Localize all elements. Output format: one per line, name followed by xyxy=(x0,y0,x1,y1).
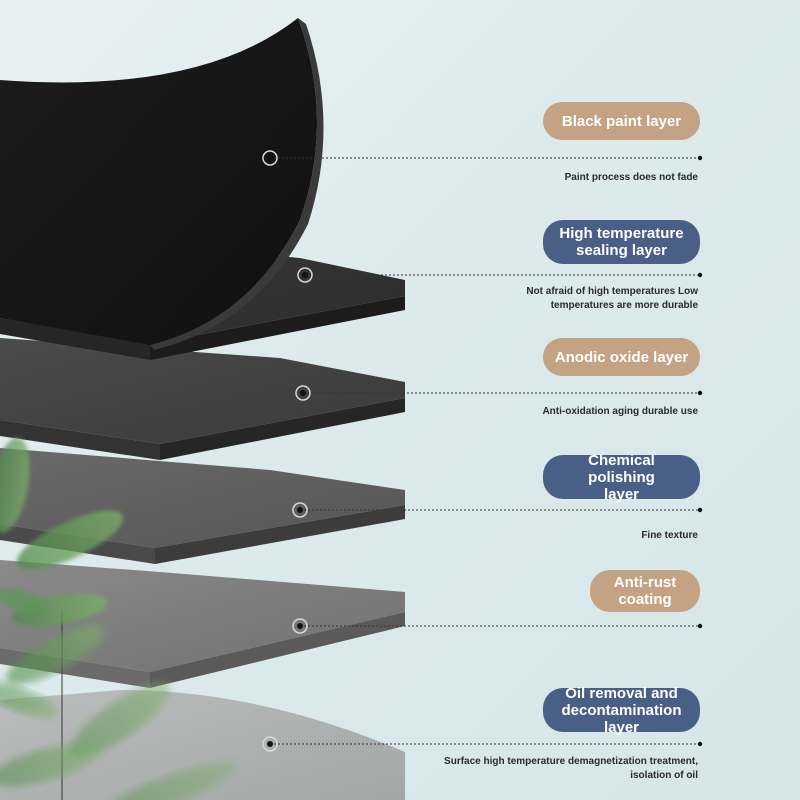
leader-end-dot-oil-removal xyxy=(697,741,703,747)
marker-dot-anti-rust xyxy=(297,623,303,629)
marker-ring-anodic-oxide xyxy=(295,385,311,401)
leader-end-dot-high-temp-sealing xyxy=(697,272,703,278)
marker-dot-black-paint xyxy=(267,155,273,161)
marker-ring-black-paint xyxy=(262,150,278,166)
marker-dot-oil-removal xyxy=(267,741,273,747)
layer-description-chemical-polishing: Fine texture xyxy=(641,530,698,541)
leader-end-dot-chemical-polishing xyxy=(697,507,703,513)
marker-dot-high-temp-sealing xyxy=(302,272,308,278)
layer-plate-black-paint xyxy=(0,18,324,350)
foliage-decoration xyxy=(0,437,236,800)
layer-description-anodic-oxide: Anti-oxidation aging durable use xyxy=(542,406,698,417)
marker-ring-oil-removal xyxy=(262,736,278,752)
layer-label-chemical-polishing: Chemical polishing layer xyxy=(543,452,700,503)
layer-description-oil-removal: Surface high temperature demagnetization… xyxy=(444,756,698,781)
layer-label-anti-rust: Anti-rust coating xyxy=(590,570,700,612)
layer-label-high-temp-sealing: High temperature sealing layer xyxy=(543,220,700,264)
layer-label-black-paint: Black paint layer xyxy=(543,102,700,140)
leader-end-dot-black-paint xyxy=(697,155,703,161)
leader-lines xyxy=(262,150,703,752)
marker-ring-high-temp-sealing xyxy=(297,267,313,283)
marker-dot-chemical-polishing xyxy=(297,507,303,513)
leader-end-dot-anodic-oxide xyxy=(697,390,703,396)
marker-ring-anti-rust xyxy=(292,618,308,634)
layer-description-high-temp-sealing: Not afraid of high temperatures Low temp… xyxy=(526,286,698,311)
marker-ring-chemical-polishing xyxy=(292,502,308,518)
layer-description-black-paint: Paint process does not fade xyxy=(564,172,698,183)
leader-end-dot-anti-rust xyxy=(697,623,703,629)
layer-label-oil-removal: Oil removal and decontamination layer xyxy=(543,685,700,736)
marker-dot-anodic-oxide xyxy=(300,390,306,396)
layer-label-anodic-oxide: Anodic oxide layer xyxy=(543,338,700,376)
layer-plate-anodic-oxide xyxy=(0,338,405,460)
